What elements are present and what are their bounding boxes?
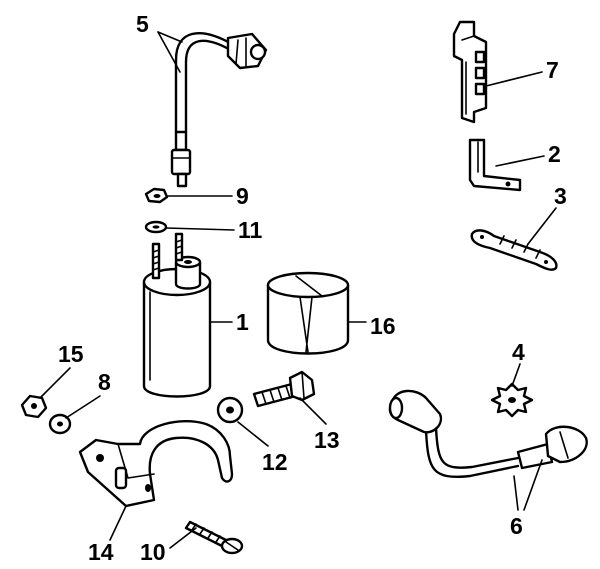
leader-6b bbox=[523, 459, 543, 511]
part-16-sleeve bbox=[266, 271, 350, 355]
label-part-10: 10 bbox=[140, 539, 166, 565]
leader-5a bbox=[157, 31, 183, 43]
leader-14 bbox=[109, 505, 127, 541]
part-13-bolt bbox=[252, 370, 316, 408]
leader-6a bbox=[513, 475, 519, 511]
part-11-washer bbox=[144, 220, 168, 234]
part-5-ignition-lead bbox=[170, 32, 268, 188]
leader-5b bbox=[157, 31, 181, 73]
label-part-3: 3 bbox=[554, 183, 567, 209]
label-part-12: 12 bbox=[262, 449, 288, 475]
part-3-retainer-strip bbox=[470, 229, 558, 271]
label-part-9: 9 bbox=[236, 183, 249, 209]
leader-2 bbox=[495, 155, 545, 167]
part-14-clamp bbox=[78, 420, 234, 508]
part-12-washer bbox=[216, 396, 244, 424]
label-part-8: 8 bbox=[98, 369, 111, 395]
leader-12 bbox=[237, 421, 269, 447]
part-7-connector-block bbox=[452, 20, 488, 124]
part-1-ignition-coil bbox=[142, 232, 212, 398]
part-9-nut bbox=[144, 187, 169, 204]
part-8-washer bbox=[48, 413, 72, 435]
leader-11 bbox=[165, 227, 235, 231]
leader-13 bbox=[299, 397, 327, 425]
leader-lines bbox=[39, 31, 557, 549]
part-2-bracket bbox=[468, 138, 522, 192]
label-part-15: 15 bbox=[58, 341, 84, 367]
leader-4 bbox=[511, 363, 521, 387]
leader-3 bbox=[527, 207, 557, 245]
leader-7 bbox=[485, 71, 543, 87]
part-15-nut bbox=[20, 394, 48, 419]
label-part-2: 2 bbox=[548, 141, 561, 167]
part-6-spark-plug-lead bbox=[388, 389, 588, 478]
label-part-16: 16 bbox=[370, 313, 396, 339]
label-part-4: 4 bbox=[512, 339, 525, 365]
label-part-13: 13 bbox=[314, 427, 340, 453]
leader-10 bbox=[169, 527, 197, 549]
label-part-6: 6 bbox=[510, 513, 523, 539]
label-part-5: 5 bbox=[136, 11, 149, 37]
part-10-screw bbox=[184, 520, 244, 555]
part-4-star-washer bbox=[490, 382, 534, 418]
label-part-14: 14 bbox=[88, 539, 114, 565]
leader-8 bbox=[65, 395, 101, 419]
leader-15 bbox=[39, 367, 71, 399]
part-labels: 5 9 11 1 16 7 2 3 4 6 15 8 12 13 14 10 bbox=[58, 11, 567, 565]
label-part-1: 1 bbox=[236, 309, 249, 335]
label-part-7: 7 bbox=[546, 57, 559, 83]
label-part-11: 11 bbox=[238, 217, 263, 243]
